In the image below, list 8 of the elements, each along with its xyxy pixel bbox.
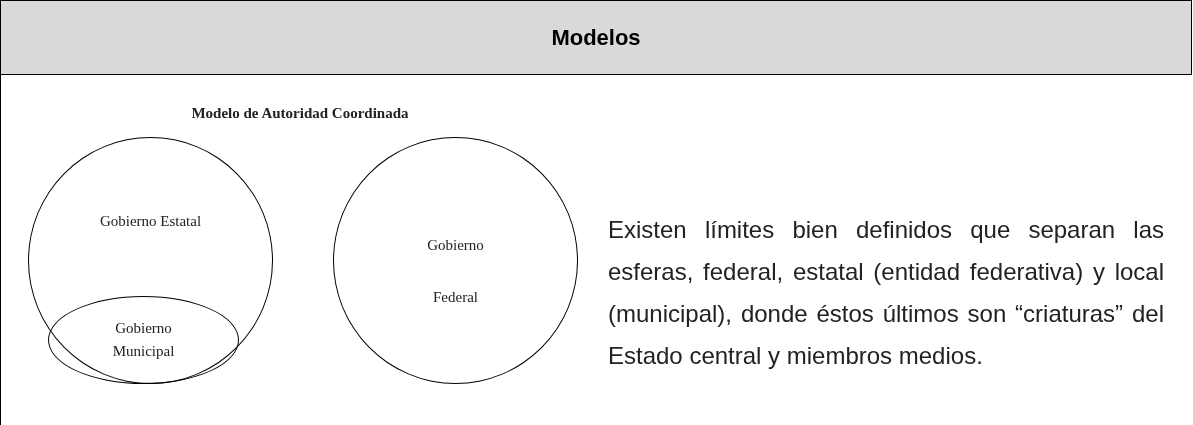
header-text: Modelos [551,24,641,52]
circle-label: Gobierno Municipal [111,319,176,361]
circle [333,137,578,384]
figure-title: Modelo de Autoridad Coordinada [190,104,410,123]
circle-label: Gobierno Federal [426,236,485,307]
description-paragraph: Existen límites bien definidos que separan las esferas, federal, estatal (entidad federativa) y local (municipal), donde éstos últimos son “criaturas” del Estado central y miembros medios. [608,215,1164,371]
circle [28,137,273,384]
circle-label: Gobierno Estatal [98,212,203,231]
